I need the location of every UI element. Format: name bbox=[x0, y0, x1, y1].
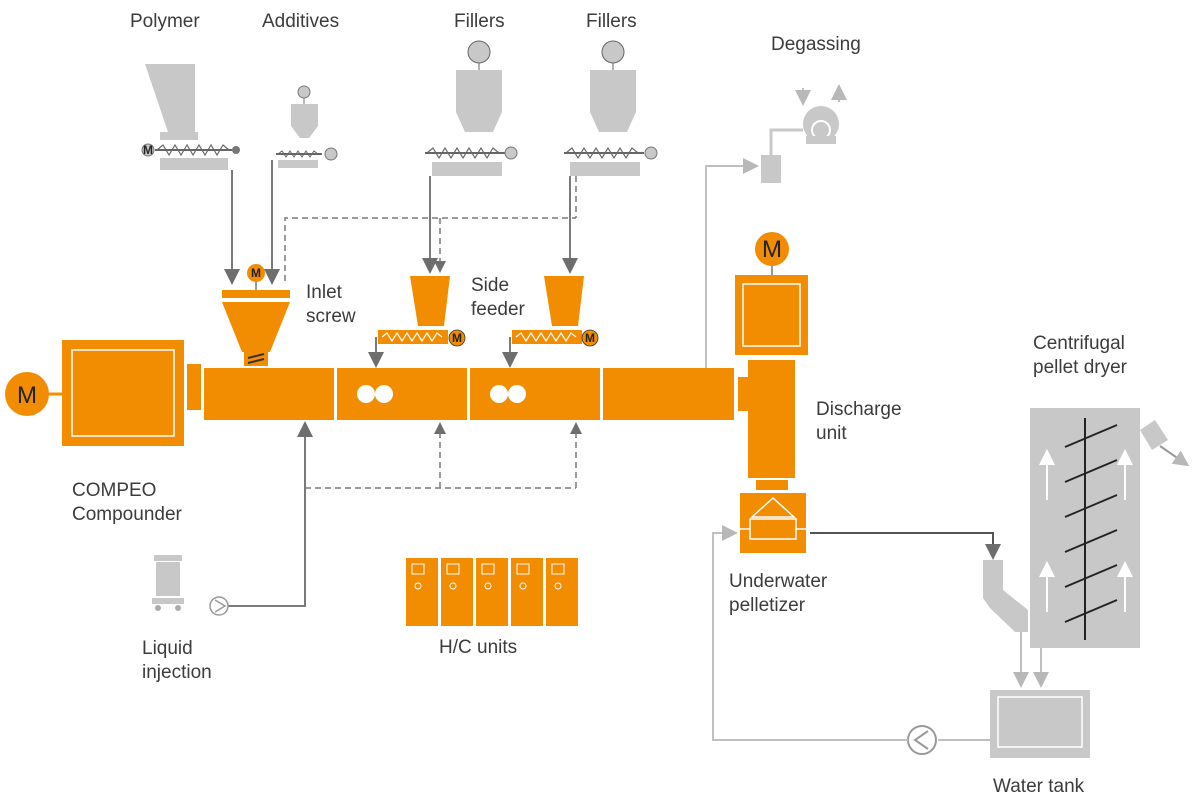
side-feeder-label-line-2: feeder bbox=[471, 299, 525, 320]
underwater-pelletizer bbox=[740, 493, 806, 553]
side-feeder-1: M bbox=[368, 276, 466, 368]
compounder-label-line-2: Compounder bbox=[72, 504, 182, 525]
degassing-label: Degassing bbox=[771, 34, 861, 55]
liquid-injection-lines bbox=[228, 421, 582, 607]
centrifugal-pellet-dryer bbox=[1030, 408, 1190, 648]
additives-label: Additives bbox=[262, 11, 340, 32]
pelletizer-label-line-1: Underwater bbox=[729, 571, 828, 592]
discharge-unit-label: Discharge unit bbox=[816, 398, 902, 446]
compeo-compounder: M bbox=[5, 340, 748, 446]
liquid-injection-label: Liquid injection bbox=[142, 637, 212, 685]
discharge-unit-label-line-2: unit bbox=[816, 423, 847, 444]
discharge-unit-label-line-1: Discharge bbox=[816, 399, 902, 420]
inlet-motor-label: M bbox=[251, 266, 261, 280]
fillers-feeder-2 bbox=[564, 40, 658, 176]
hc-units bbox=[406, 558, 578, 626]
side-feeder-2: M bbox=[502, 276, 599, 368]
pelletizer-label-line-2: pelletizer bbox=[729, 595, 806, 616]
inlet-screw-label-line-2: screw bbox=[306, 306, 356, 327]
side-feeder-label-line-1: Side bbox=[471, 275, 510, 296]
fillers-label-1: Fillers bbox=[454, 11, 505, 32]
main-motor-label: M bbox=[17, 382, 37, 409]
water-tank bbox=[990, 632, 1090, 758]
discharge-motor-label: M bbox=[762, 236, 782, 263]
liquid-injection-unit bbox=[152, 555, 229, 616]
side-feeder-2-motor-label: M bbox=[585, 331, 595, 345]
discharge-unit: M bbox=[735, 232, 808, 490]
liquid-injection-label-line-1: Liquid bbox=[142, 638, 193, 659]
liquid-injection-label-line-2: injection bbox=[142, 662, 212, 683]
polymer-feeder: M bbox=[141, 64, 240, 170]
additives-feeder bbox=[276, 85, 338, 168]
fillers-feeder-1 bbox=[425, 40, 518, 176]
water-tank-label: Water tank bbox=[993, 776, 1085, 797]
fillers-label-2: Fillers bbox=[586, 11, 637, 32]
feed-lines bbox=[224, 158, 759, 368]
dryer-label-line-1: Centrifugal bbox=[1033, 333, 1125, 354]
hc-units-label: H/C units bbox=[439, 637, 518, 658]
inlet-screw-label-line-1: Inlet bbox=[306, 282, 342, 303]
compeo-compounder-label: COMPEO Compounder bbox=[72, 479, 182, 527]
side-feeder-1-motor-label: M bbox=[452, 331, 462, 345]
pellet-line bbox=[810, 532, 1001, 560]
compounder-label-line-1: COMPEO bbox=[72, 480, 157, 501]
water-return-loop bbox=[712, 525, 990, 755]
degassing-unit bbox=[761, 84, 847, 183]
polymer-label: Polymer bbox=[130, 11, 200, 32]
inlet-screw-label: Inlet screw bbox=[306, 281, 356, 329]
side-feeder-label: Side feeder bbox=[471, 274, 525, 322]
centrifugal-pellet-dryer-label: Centrifugal pellet dryer bbox=[1033, 332, 1127, 380]
underwater-pelletizer-label: Underwater pelletizer bbox=[729, 570, 827, 618]
dryer-inlet bbox=[983, 560, 1028, 632]
polymer-motor-label: M bbox=[143, 143, 153, 157]
dryer-label-line-2: pellet dryer bbox=[1033, 357, 1127, 378]
inlet-screw: M bbox=[222, 264, 290, 366]
